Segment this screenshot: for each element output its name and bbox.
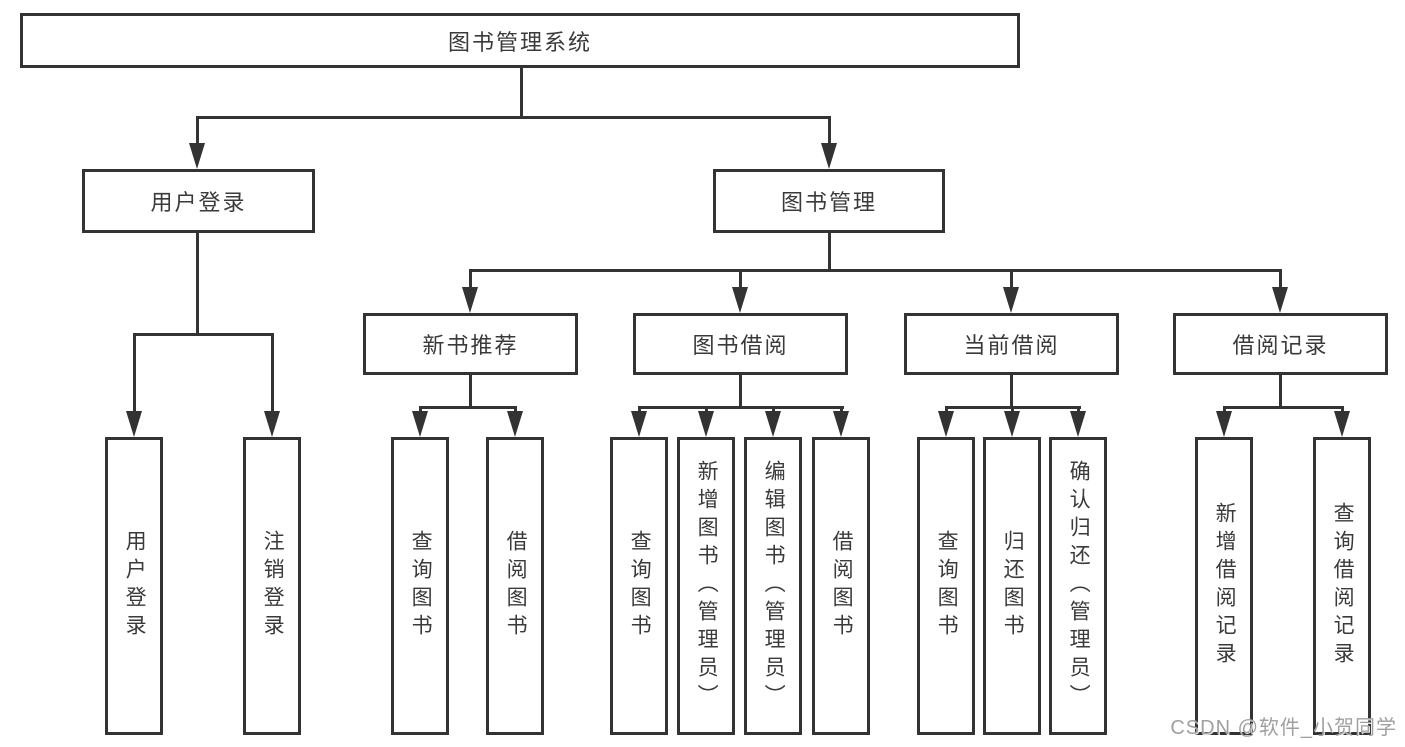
leaf-user-login: 用户登录 [105, 437, 163, 735]
connector-stem-recommend [469, 269, 472, 289]
connector-mgmt-trunk [828, 233, 831, 271]
connector-stem-book-mgmt [828, 116, 831, 146]
connector-user-branch [133, 333, 274, 336]
arrow-to-current [1003, 287, 1019, 313]
leaf-current-query-books: 查询图书 [917, 437, 975, 735]
node-user-login: 用户登录 [82, 169, 315, 233]
connector-stem-c1 [945, 406, 948, 414]
leaf-return-books: 归还图书 [983, 437, 1041, 735]
arrow-leaf-b4 [833, 411, 849, 437]
arrow-to-leaf-logout [264, 411, 280, 437]
connector-stem-b4 [840, 406, 843, 414]
leaf-borrow-query-books: 查询图书 [610, 437, 668, 735]
node-current-borrow: 当前借阅 [904, 313, 1119, 375]
arrow-leaf-a2 [507, 411, 523, 437]
arrow-leaf-c1 [938, 411, 954, 437]
connector-root-trunk [520, 68, 523, 117]
connector-stem-b2 [705, 406, 708, 414]
connector-stem-current [1010, 269, 1013, 289]
connector-stem-user-login [196, 116, 199, 146]
connector-stem-a2 [514, 406, 517, 414]
leaf-add-borrow-record: 新增借阅记录 [1195, 437, 1253, 735]
leaf-recommend-query-books: 查询图书 [391, 437, 449, 735]
connector-stem-d2 [1341, 406, 1344, 414]
arrow-to-book-mgmt [821, 143, 837, 169]
node-borrow-records: 借阅记录 [1173, 313, 1388, 375]
arrow-leaf-c2 [1004, 411, 1020, 437]
arrow-to-records [1272, 287, 1288, 313]
connector-stem-d1 [1223, 406, 1226, 414]
connector-records-trunk [1279, 375, 1282, 408]
connector-user-trunk [196, 233, 199, 335]
leaf-confirm-return-admin: 确认归还（管理员） [1049, 437, 1107, 735]
leaf-query-borrow-record: 查询借阅记录 [1313, 437, 1371, 735]
connector-current-trunk [1010, 375, 1013, 408]
connector-borrow-trunk [739, 375, 742, 408]
leaf-add-books-admin: 新增图书（管理员） [677, 437, 735, 735]
arrow-to-borrow [732, 287, 748, 313]
connector-recommend-trunk [469, 375, 472, 408]
arrow-leaf-b2 [698, 411, 714, 437]
leaf-edit-books-admin: 编辑图书（管理员） [744, 437, 802, 735]
arrow-leaf-b3 [765, 411, 781, 437]
arrow-leaf-c3 [1070, 411, 1086, 437]
node-book-mgmt: 图书管理 [713, 169, 945, 233]
connector-stem-b1 [638, 406, 641, 414]
arrow-to-leaf-login [126, 411, 142, 437]
arrow-leaf-a1 [412, 411, 428, 437]
connector-stem-b3 [772, 406, 775, 414]
connector-stem-a1 [419, 406, 422, 414]
leaf-recommend-borrow-books: 借阅图书 [486, 437, 544, 735]
arrow-to-user-login [189, 143, 205, 169]
leaf-logout: 注销登录 [243, 437, 301, 735]
arrow-leaf-d1 [1216, 411, 1232, 437]
node-book-borrow: 图书借阅 [633, 313, 848, 375]
connector-stem-records [1279, 269, 1282, 289]
node-root: 图书管理系统 [20, 13, 1020, 68]
connector-stem-c3 [1077, 406, 1080, 414]
connector-level2-branch [469, 269, 1282, 272]
arrow-to-recommend [462, 287, 478, 313]
connector-stem-borrow [739, 269, 742, 289]
connector-stem-leaf-logout [271, 333, 274, 413]
connector-stem-leaf-login [133, 333, 136, 413]
connector-borrow-branch [638, 406, 844, 409]
connector-recommend-branch [419, 406, 517, 409]
arrow-leaf-d2 [1334, 411, 1350, 437]
connector-level1-branch [196, 116, 831, 119]
node-new-book-recommend: 新书推荐 [363, 313, 578, 375]
connector-stem-c2 [1011, 406, 1014, 414]
arrow-leaf-b1 [631, 411, 647, 437]
csdn-watermark: CSDN @软件_小贺同学 [1170, 717, 1397, 739]
leaf-borrow-books: 借阅图书 [812, 437, 870, 735]
connector-records-branch [1223, 406, 1344, 409]
